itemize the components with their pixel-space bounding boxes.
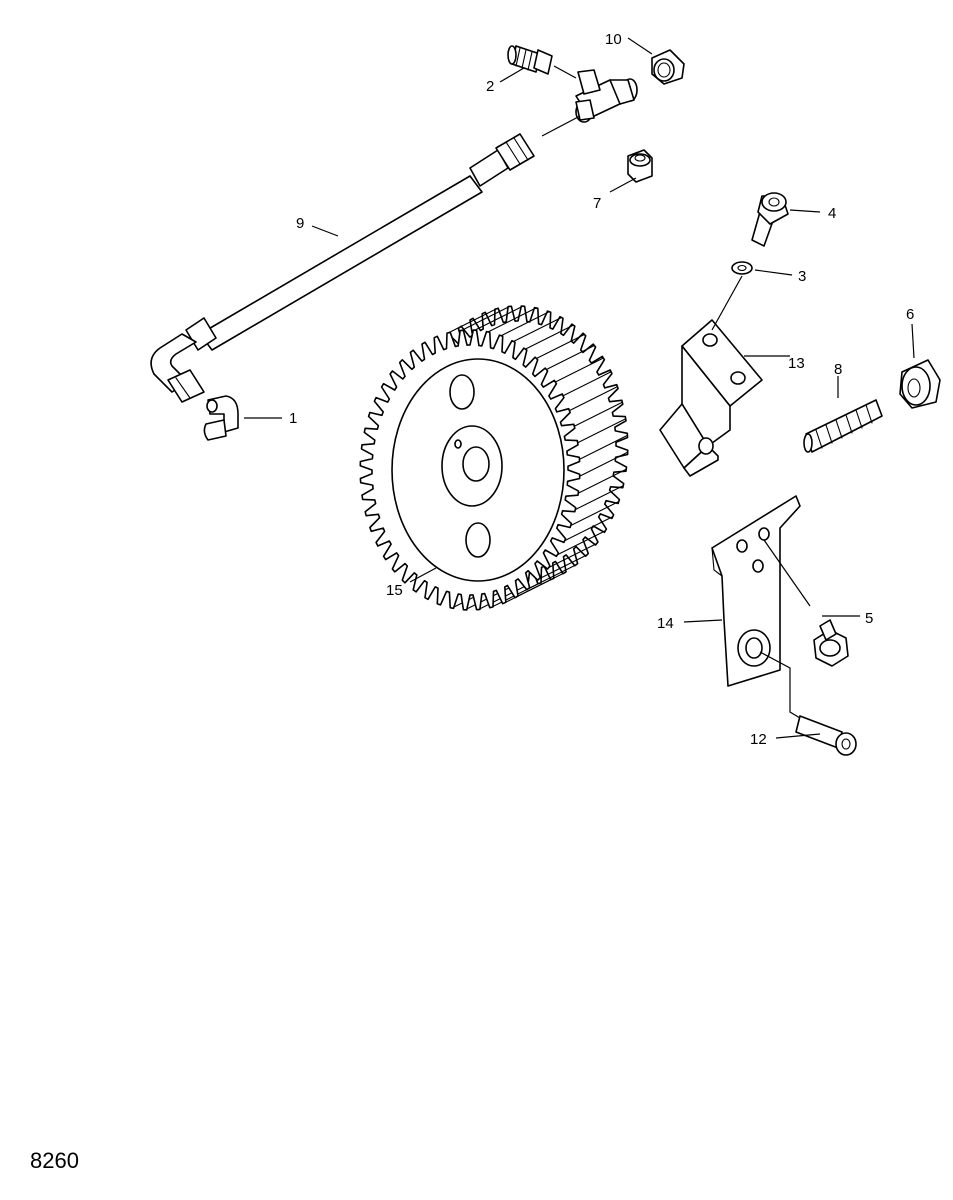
leader-9 <box>311 225 339 237</box>
callout-8: 8 <box>834 361 842 378</box>
leader-15 <box>409 567 437 583</box>
callout-9: 9 <box>296 215 304 232</box>
part-6-flange-nut[interactable] <box>899 359 941 409</box>
gear-tooth-edge <box>535 333 585 360</box>
gear-tooth-edge <box>579 451 629 477</box>
leader-7 <box>609 177 637 193</box>
part-1-elbow-fitting[interactable] <box>203 395 239 441</box>
gear-tooth-edge <box>461 305 511 331</box>
gear-tooth-edge <box>548 542 598 569</box>
leader-10 <box>627 37 653 55</box>
gear-tooth-edge <box>568 386 618 412</box>
gear-tooth-edge <box>474 305 524 331</box>
gear-tooth-edge <box>578 434 628 460</box>
part-7-plug[interactable] <box>627 149 653 183</box>
gear-tooth-edge <box>538 554 588 580</box>
guide-hose-to-tee <box>541 115 581 137</box>
callout-10: 10 <box>605 31 622 48</box>
part-8-stud[interactable] <box>803 399 883 453</box>
figure-number: 8260 <box>30 1148 79 1173</box>
gear-tooth-edge <box>503 578 553 604</box>
callout-2: 2 <box>486 78 494 95</box>
leader-4 <box>789 209 821 213</box>
guide-washer-to-bracket <box>711 275 743 331</box>
gear-tooth-edge <box>448 308 498 334</box>
leader-12 <box>775 733 821 739</box>
gear-bore <box>462 446 490 482</box>
gear-tooth-edge <box>574 485 624 511</box>
gear-tooth-edge <box>556 530 606 556</box>
gear-tooth-edge <box>577 418 627 444</box>
callout-12: 12 <box>750 731 767 748</box>
callout-4: 4 <box>828 205 836 222</box>
part-2-adapter[interactable] <box>507 45 553 75</box>
part-15-gear[interactable] <box>359 305 629 611</box>
callout-13: 13 <box>788 355 805 372</box>
gear-pin-hole <box>454 439 462 449</box>
leader-14 <box>683 619 723 623</box>
guide-plate-to-screw <box>759 651 801 719</box>
tee-fitting[interactable] <box>575 69 638 123</box>
gear-tooth-edge <box>562 371 612 397</box>
gear-tooth-edge <box>500 311 550 337</box>
part-9-hose[interactable] <box>150 133 535 403</box>
callout-7: 7 <box>593 195 601 212</box>
gear-tooth-edge <box>554 357 604 383</box>
guide-adapter-to-tee <box>553 65 577 79</box>
leader-lines <box>244 37 915 739</box>
callout-6: 6 <box>906 306 914 323</box>
gear-tooth-edge <box>564 516 614 542</box>
callouts: 1 2 3 4 5 6 7 8 9 10 12 13 14 15 <box>289 31 914 748</box>
part-12-cap-screw[interactable] <box>795 715 857 756</box>
part-3-washer[interactable] <box>731 261 753 275</box>
part-5-hex-nut[interactable] <box>813 619 849 667</box>
leader-6 <box>911 323 915 359</box>
gear-tooth-edge <box>524 324 574 350</box>
part-13-bracket[interactable] <box>659 319 763 477</box>
callout-15: 15 <box>386 582 403 599</box>
gear-hole-bottom <box>465 522 491 558</box>
gear-tooth-edge <box>512 316 563 343</box>
callout-14: 14 <box>657 615 674 632</box>
gear-hole-top <box>449 374 475 410</box>
part-4-cap-screw[interactable] <box>751 192 789 247</box>
guide-plate-to-nut <box>763 539 811 607</box>
leader-3 <box>754 269 793 276</box>
gear-tooth-edge <box>487 307 537 333</box>
gear-tooth-edge <box>577 468 627 494</box>
leader-2 <box>499 67 525 83</box>
gear-tooth-edge <box>545 344 595 371</box>
part-14-mounting-plate[interactable] <box>711 495 801 687</box>
callout-3: 3 <box>798 268 806 285</box>
callout-5: 5 <box>865 610 873 627</box>
callout-1: 1 <box>289 410 297 427</box>
gear-tooth-edge <box>573 401 623 427</box>
part-10-cap-nut[interactable] <box>651 49 685 85</box>
gear-tooth-edge <box>570 500 620 527</box>
